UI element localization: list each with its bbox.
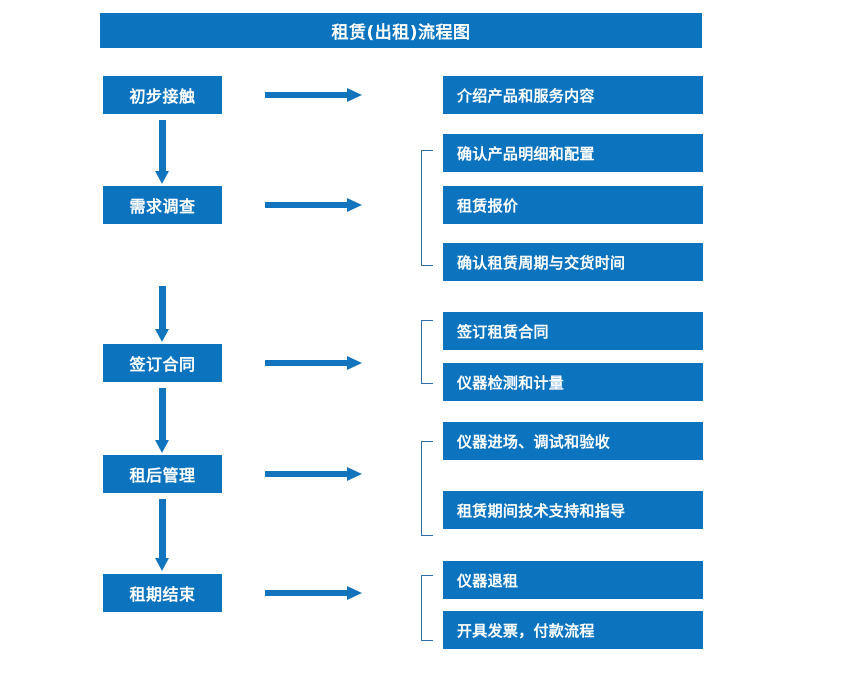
group-bracket-rental-end — [421, 575, 433, 641]
arrow-head-right-icon — [347, 356, 362, 370]
arrow-shaft — [159, 499, 166, 558]
arrow-head-down-icon — [155, 329, 169, 342]
detail-box-instrument-testing[interactable]: 仪器检测和计量 — [443, 363, 703, 401]
stage-box-sign-contract[interactable]: 签订合同 — [103, 344, 222, 382]
vertical-arrow-3 — [153, 388, 171, 453]
group-bracket-post-rental-mgmt — [421, 441, 433, 536]
arrow-shaft — [265, 202, 349, 208]
vertical-arrow-2 — [153, 286, 171, 342]
group-bracket-demand-survey — [421, 150, 433, 266]
arrow-head-down-icon — [155, 440, 169, 453]
detail-box-invoice-payment[interactable]: 开具发票，付款流程 — [443, 611, 703, 649]
stage-box-initial-contact[interactable]: 初步接触 — [103, 76, 222, 114]
arrow-head-right-icon — [347, 467, 362, 481]
arrow-shaft — [265, 590, 349, 596]
detail-box-rental-quote[interactable]: 租赁报价 — [443, 186, 703, 224]
arrow-shaft — [159, 388, 166, 440]
vertical-arrow-4 — [153, 499, 171, 571]
arrow-head-right-icon — [347, 586, 362, 600]
detail-box-instrument-return[interactable]: 仪器退租 — [443, 561, 703, 599]
vertical-arrow-1 — [153, 120, 171, 184]
horizontal-arrow-5 — [265, 584, 362, 602]
detail-box-confirm-period[interactable]: 确认租赁周期与交货时间 — [443, 243, 703, 281]
detail-box-technical-support[interactable]: 租赁期间技术支持和指导 — [443, 491, 703, 529]
arrow-shaft — [265, 360, 349, 366]
arrow-head-right-icon — [347, 88, 362, 102]
arrow-shaft — [265, 471, 349, 477]
horizontal-arrow-3 — [265, 354, 362, 372]
stage-box-post-rental-mgmt[interactable]: 租后管理 — [103, 455, 222, 493]
arrow-shaft — [159, 286, 166, 329]
detail-box-introduce-products[interactable]: 介绍产品和服务内容 — [443, 76, 703, 114]
detail-box-sign-rental-contract[interactable]: 签订租赁合同 — [443, 312, 703, 350]
page-title: 租赁(出租)流程图 — [100, 13, 702, 48]
arrow-shaft — [265, 92, 349, 98]
horizontal-arrow-2 — [265, 196, 362, 214]
detail-box-instrument-delivery[interactable]: 仪器进场、调试和验收 — [443, 422, 703, 460]
stage-box-demand-survey[interactable]: 需求调查 — [103, 186, 222, 224]
stage-box-rental-end[interactable]: 租期结束 — [103, 574, 222, 612]
arrow-shaft — [159, 120, 166, 171]
arrow-head-down-icon — [155, 558, 169, 571]
horizontal-arrow-1 — [265, 86, 362, 104]
arrow-head-right-icon — [347, 198, 362, 212]
detail-box-confirm-spec[interactable]: 确认产品明细和配置 — [443, 134, 703, 172]
arrow-head-down-icon — [155, 171, 169, 184]
group-bracket-sign-contract — [421, 320, 433, 384]
horizontal-arrow-4 — [265, 465, 362, 483]
